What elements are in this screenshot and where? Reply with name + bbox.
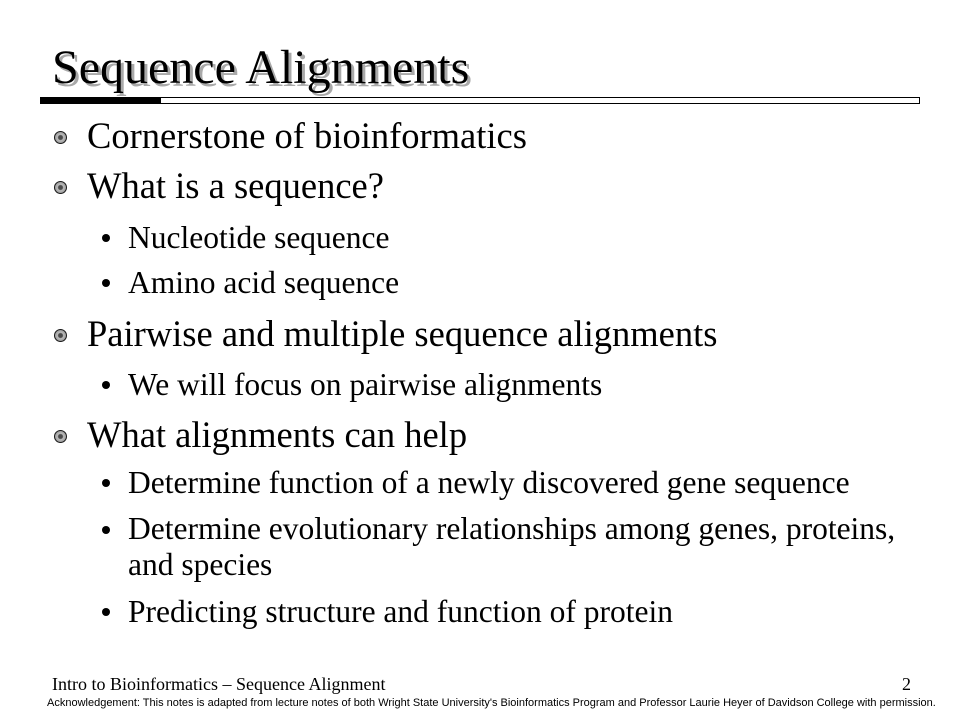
acknowledgement-note: Acknowledgement: This notes is adapted f…: [47, 696, 936, 709]
dot-bullet-icon: [102, 234, 110, 242]
sub-bullet: We will focus on pairwise alignments: [128, 366, 603, 402]
main-bullet: What alignments can help: [87, 414, 468, 456]
sub-bullet: Amino acid sequence: [128, 264, 400, 300]
dot-bullet-icon: [102, 526, 110, 534]
sub-bullet: Predicting structure and function of pro…: [128, 593, 673, 629]
main-bullet: What is a sequence?: [87, 165, 384, 207]
circle-bullet-icon: [54, 130, 67, 144]
dot-bullet-icon: [102, 381, 110, 389]
slide-title: Sequence Alignments: [52, 41, 470, 94]
footer-title: Intro to Bioinformatics – Sequence Align…: [52, 673, 386, 694]
title-underline: [160, 97, 920, 104]
circle-bullet-icon: [54, 180, 67, 194]
sub-bullet: Determine function of a newly discovered…: [128, 464, 850, 500]
main-bullet: Cornerstone of bioinformatics: [87, 115, 527, 157]
dot-bullet-icon: [102, 279, 110, 287]
title-underline-thick: [40, 97, 161, 104]
circle-bullet-icon: [54, 429, 67, 443]
main-bullet: Pairwise and multiple sequence alignment…: [87, 313, 718, 355]
sub-bullet: Nucleotide sequence: [128, 219, 390, 255]
dot-bullet-icon: [102, 608, 110, 616]
dot-bullet-icon: [102, 479, 110, 487]
circle-bullet-icon: [54, 328, 67, 342]
page-number: 2: [902, 673, 911, 694]
sub-bullet: Determine evolutionary relationships amo…: [128, 511, 896, 583]
